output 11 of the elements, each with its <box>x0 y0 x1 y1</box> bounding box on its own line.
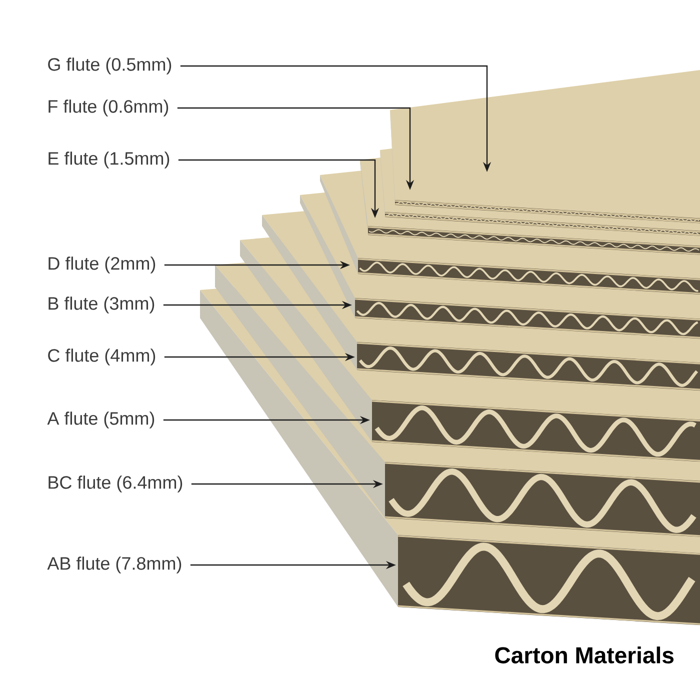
flute-label: F flute (0.6mm) <box>48 100 168 116</box>
caption: Carton Materials <box>495 646 674 664</box>
flute-label: BC flute (6.4mm) <box>48 476 182 492</box>
cardboard-sheet <box>390 70 700 224</box>
flute-label: AB flute (7.8mm) <box>47 556 182 574</box>
flute-label: C flute (4mm) <box>48 348 156 366</box>
flute-label: D flute (2mm) <box>48 256 156 274</box>
flute-label: B flute (3mm) <box>48 296 154 314</box>
flute-label: E flute (1.5mm) <box>48 152 170 168</box>
flute-label: G flute (0.5mm) <box>48 58 172 74</box>
flute-label: A flute (5mm) <box>47 412 154 428</box>
